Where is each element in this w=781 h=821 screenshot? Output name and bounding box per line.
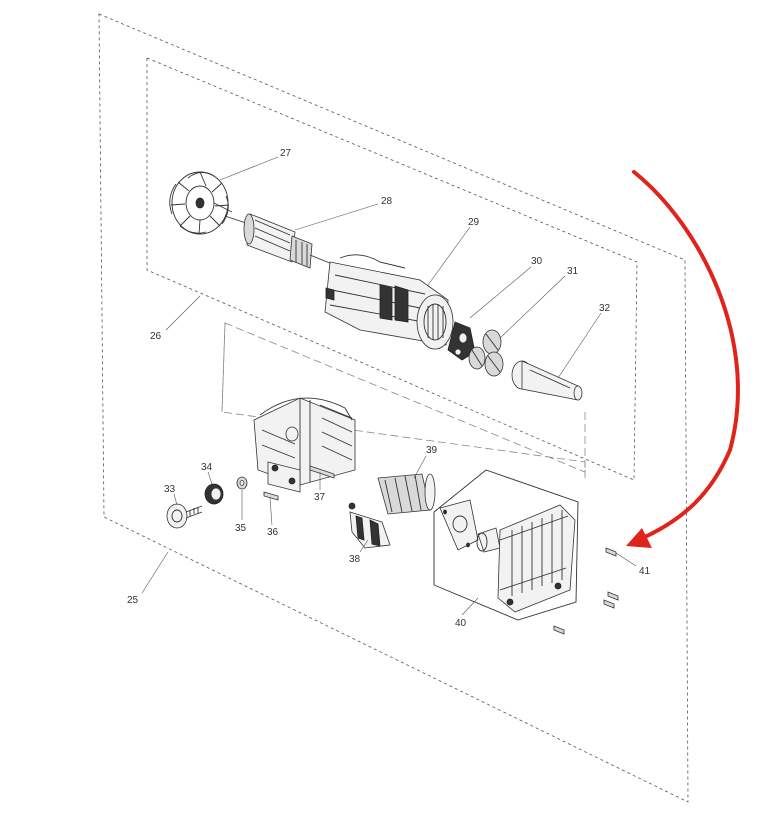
gears-part-31 bbox=[468, 329, 504, 377]
screws-part-41 bbox=[553, 547, 619, 635]
output-shaft-part-32 bbox=[511, 360, 583, 401]
red-annotation-arrow bbox=[632, 170, 740, 543]
callout-32: 32 bbox=[599, 303, 611, 314]
gearbox-boundary-edge bbox=[221, 322, 226, 413]
armature-part-28 bbox=[224, 213, 333, 269]
bracket-part-30 bbox=[447, 321, 476, 361]
callout-38: 38 bbox=[349, 554, 361, 565]
callout-27: 27 bbox=[280, 148, 292, 159]
callout-40: 40 bbox=[455, 618, 467, 629]
key-part-36 bbox=[263, 491, 279, 501]
callout-36: 36 bbox=[267, 527, 279, 538]
assembly-boundary-25 bbox=[98, 13, 689, 803]
callout-37: 37 bbox=[314, 492, 326, 503]
cover-assembly-part-40 bbox=[433, 469, 579, 621]
callout-31: 31 bbox=[567, 266, 579, 277]
dial-part-34 bbox=[204, 483, 224, 505]
callout-26: 26 bbox=[150, 331, 162, 342]
fan-part-27 bbox=[169, 171, 233, 235]
callout-25: 25 bbox=[127, 595, 139, 606]
callout-41: 41 bbox=[639, 566, 651, 577]
key-part-37 bbox=[309, 465, 335, 479]
knob-part-33 bbox=[166, 503, 203, 529]
red-arrow-head-icon bbox=[626, 528, 652, 548]
stator-housing-part-29 bbox=[324, 254, 454, 350]
callout-28: 28 bbox=[381, 196, 393, 207]
connector-part-38 bbox=[348, 502, 391, 549]
callout-35: 35 bbox=[235, 523, 247, 534]
callout-29: 29 bbox=[468, 217, 480, 228]
callout-30: 30 bbox=[531, 256, 543, 267]
callout-33: 33 bbox=[164, 484, 176, 495]
callout-39: 39 bbox=[426, 445, 438, 456]
gear-housing-part-25 bbox=[253, 397, 356, 493]
assembly-boundary-26 bbox=[146, 57, 638, 481]
leader-lines bbox=[141, 156, 637, 616]
callout-34: 34 bbox=[201, 462, 213, 473]
impeller-part-39 bbox=[377, 473, 436, 515]
nut-part-35 bbox=[236, 476, 248, 490]
